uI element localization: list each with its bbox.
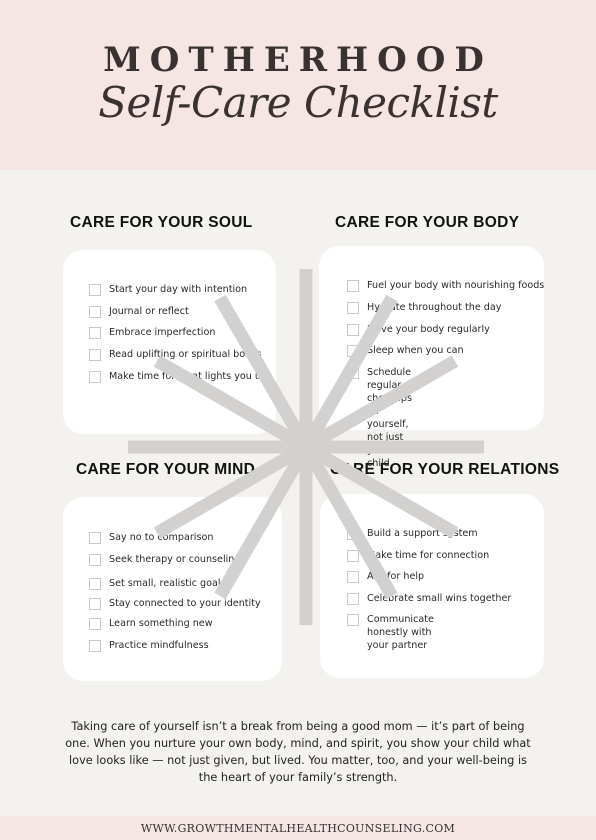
closing-paragraph: Taking care of yourself isn’t a break fr…: [65, 720, 531, 784]
checkbox[interactable]: [347, 550, 359, 562]
page-subtitle: Self-Care Checklist: [98, 78, 498, 127]
page-title: MOTHERHOOD: [103, 40, 493, 80]
section-title-soul: CARE FOR YOUR SOUL: [70, 214, 253, 231]
checkbox[interactable]: [347, 345, 359, 357]
card-mind: Say no to comparison Seek therapy or cou…: [63, 497, 282, 681]
website-url: WWW.GROWTHMENTALHEALTHCOUNSELING.COM: [140, 822, 456, 835]
header-band: [0, 0, 596, 170]
section-title-body: CARE FOR YOUR BODY: [335, 214, 520, 231]
checkbox[interactable]: [89, 349, 101, 361]
checkbox[interactable]: [89, 532, 101, 544]
checkbox[interactable]: [89, 578, 101, 590]
checkbox[interactable]: [89, 598, 101, 610]
checkbox[interactable]: [89, 284, 101, 296]
checkbox[interactable]: [347, 571, 359, 583]
card-body: Fuel your body with nourishing foods Hyd…: [319, 246, 544, 469]
checkbox[interactable]: [89, 554, 101, 566]
section-title-mind: CARE FOR YOUR MIND: [76, 461, 256, 478]
checkbox[interactable]: [347, 280, 359, 292]
checkbox[interactable]: [347, 324, 359, 336]
checkbox[interactable]: [347, 528, 359, 540]
checkbox[interactable]: [89, 306, 101, 318]
footer-band: [0, 816, 596, 840]
checkbox[interactable]: [89, 640, 101, 652]
starburst-center: [285, 426, 327, 468]
checkbox[interactable]: [347, 593, 359, 605]
checkbox[interactable]: [89, 371, 101, 383]
section-title-relations: CARE FOR YOUR RELATIONS: [330, 461, 560, 478]
checkbox[interactable]: [89, 327, 101, 339]
checkbox[interactable]: [347, 367, 359, 379]
checkbox[interactable]: [89, 618, 101, 630]
card-soul: Start your day with intention Journal or…: [63, 250, 276, 434]
card-relations: Build a support system Make time for con…: [320, 494, 544, 678]
checkbox[interactable]: [347, 302, 359, 314]
checkbox[interactable]: [347, 614, 359, 626]
